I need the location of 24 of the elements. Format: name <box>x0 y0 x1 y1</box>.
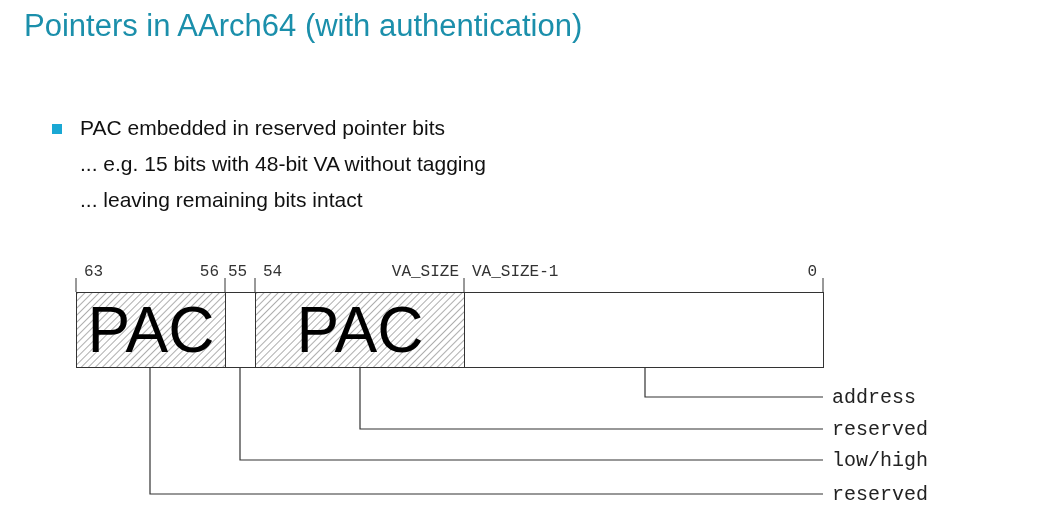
field-name: low/high <box>832 450 928 472</box>
bit-number: VA_SIZE-1 <box>472 262 559 282</box>
leader-line <box>644 366 824 398</box>
bit-number: 0 <box>807 262 817 282</box>
bit-field <box>464 292 824 368</box>
bit-number: VA_SIZE <box>391 262 459 282</box>
hatched-field <box>255 292 465 368</box>
slide-title: Pointers in AArch64 (with authentication) <box>24 7 583 45</box>
sub-bullet-text: ... leaving remaining bits intact <box>80 187 363 213</box>
field-name: reserved <box>832 484 928 506</box>
field-name: reserved <box>832 419 928 441</box>
bit-number: 54 <box>263 262 283 282</box>
field-label: PAC <box>87 295 215 365</box>
leader-line <box>359 366 824 430</box>
bit-number: 56 <box>199 262 219 282</box>
hatched-field <box>76 292 226 368</box>
leader-line <box>149 366 824 495</box>
field-label: PAC <box>296 295 424 365</box>
bit-number: 55 <box>228 262 248 282</box>
bullet-text: PAC embedded in reserved pointer bits <box>80 115 445 141</box>
leader-line <box>239 366 824 461</box>
field-name: address <box>832 387 916 409</box>
bit-number: 63 <box>84 262 104 282</box>
sub-bullet-text: ... e.g. 15 bits with 48-bit VA without tagging <box>80 151 486 177</box>
